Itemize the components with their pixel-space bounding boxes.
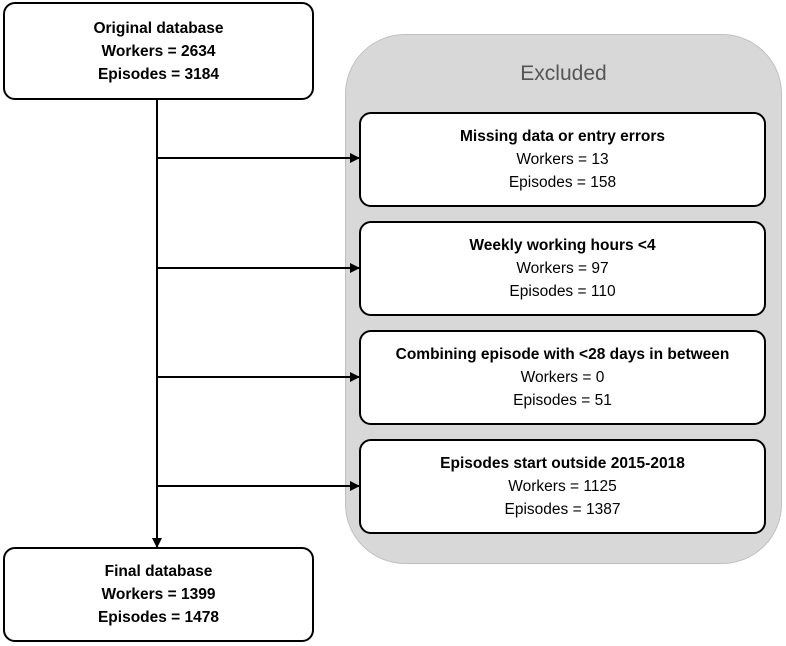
final-database-box: Final database Workers = 1399 Episodes =… xyxy=(3,547,314,642)
original-episodes: Episodes = 3184 xyxy=(97,65,220,83)
exclusion-workers: Workers = 1125 xyxy=(508,478,617,495)
exclusion-workers: Workers = 97 xyxy=(516,260,609,277)
original-database-box: Original database Workers = 2634 Episode… xyxy=(3,2,314,100)
final-episodes: Episodes = 1478 xyxy=(97,609,220,626)
exclusion-episodes: Episodes = 51 xyxy=(513,392,612,409)
exclusion-box-missing-data: Missing data or entry errors Workers = 1… xyxy=(359,112,766,207)
original-workers: Workers = 2634 xyxy=(101,42,216,60)
exclusion-title: Combining episode with <28 days in betwe… xyxy=(395,346,730,363)
exclusion-episodes: Episodes = 110 xyxy=(509,283,616,300)
exclusion-title: Episodes start outside 2015-2018 xyxy=(440,455,685,472)
exclusion-episodes: Episodes = 1387 xyxy=(504,501,621,518)
exclusion-box-combining-episodes: Combining episode with <28 days in betwe… xyxy=(359,330,766,425)
exclusion-box-weekly-hours: Weekly working hours <4 Workers = 97 Epi… xyxy=(359,221,766,316)
original-database-title: Original database xyxy=(93,19,224,37)
final-database-title: Final database xyxy=(104,563,213,580)
excluded-title: Excluded xyxy=(520,62,607,85)
exclusion-box-outside-period: Episodes start outside 2015-2018 Workers… xyxy=(359,439,766,534)
final-workers: Workers = 1399 xyxy=(101,586,216,603)
exclusion-workers: Workers = 0 xyxy=(520,369,605,386)
exclusion-title: Missing data or entry errors xyxy=(459,128,665,145)
exclusion-workers: Workers = 13 xyxy=(516,151,609,168)
exclusion-title: Weekly working hours <4 xyxy=(469,237,656,254)
exclusion-episodes: Episodes = 158 xyxy=(508,174,617,191)
